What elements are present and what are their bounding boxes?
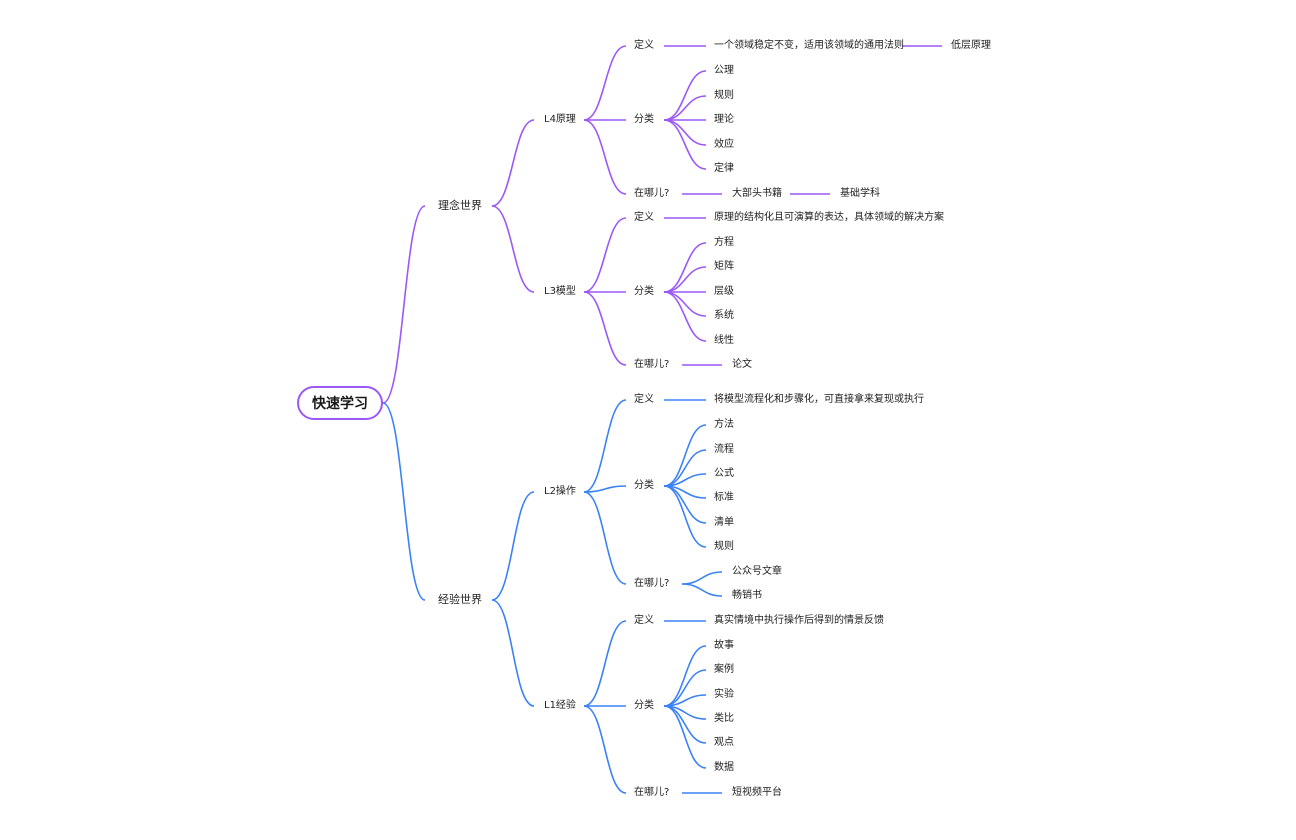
node-L2[interactable]: L2操作 xyxy=(544,486,576,497)
edge-L2-cat-0 xyxy=(663,424,707,487)
edge-L4-cat-1 xyxy=(663,95,707,121)
edge-root-experience xyxy=(382,402,426,601)
node-L3-categories[interactable]: 分类 xyxy=(634,286,654,297)
node-L3-where-item[interactable]: 论文 xyxy=(732,359,752,370)
edge-L4-def xyxy=(583,45,627,121)
edge-L2-cat xyxy=(583,485,627,493)
node-L2-definition[interactable]: 定义 xyxy=(634,394,654,405)
edge-L2-where-1 xyxy=(681,583,723,597)
node-L2-category-item[interactable]: 规则 xyxy=(714,541,734,552)
edge-L1-cat-0 xyxy=(663,645,707,707)
root-node[interactable]: 快速学习 xyxy=(297,386,383,420)
node-L2-where-item[interactable]: 公众号文章 xyxy=(732,566,782,577)
node-L3-category-item[interactable]: 系统 xyxy=(714,310,734,321)
node-L4-category-item[interactable]: 效应 xyxy=(714,139,734,150)
edge-L4-cat-0 xyxy=(663,70,707,121)
edge-exp-L2 xyxy=(491,491,535,601)
edge-L4-cat-4 xyxy=(663,119,707,170)
node-L3-where[interactable]: 在哪儿? xyxy=(634,359,670,370)
edge-L2-cat-5 xyxy=(663,485,707,548)
node-L2-categories[interactable]: 分类 xyxy=(634,480,654,491)
node-L1-definition[interactable]: 定义 xyxy=(634,615,654,626)
node-L2-category-item[interactable]: 清单 xyxy=(714,517,734,528)
node-L4-category-item[interactable]: 定律 xyxy=(714,163,734,174)
node-L3[interactable]: L3模型 xyxy=(544,286,576,297)
edge-L4-where xyxy=(583,119,627,195)
node-L4-definition-text[interactable]: 一个领域稳定不变，适用该领域的通用法则 xyxy=(714,40,904,51)
edge-exp-L1 xyxy=(491,599,535,707)
node-L1-where-item[interactable]: 短视频平台 xyxy=(732,787,782,798)
node-L2-category-item[interactable]: 方法 xyxy=(714,419,734,430)
node-L4-category-item[interactable]: 规则 xyxy=(714,90,734,101)
node-L3-category-item[interactable]: 层级 xyxy=(714,286,734,297)
edge-L3-cat-3 xyxy=(663,291,707,317)
node-L4-category-item[interactable]: 公理 xyxy=(714,65,734,76)
node-L1-category-item[interactable]: 数据 xyxy=(714,762,734,773)
node-L1-category-item[interactable]: 类比 xyxy=(714,713,734,724)
node-L4-where-item[interactable]: 大部头书籍 xyxy=(732,188,782,199)
node-L1-category-item[interactable]: 实验 xyxy=(714,689,734,700)
node-L1-where[interactable]: 在哪儿? xyxy=(634,787,670,798)
edge-L3-where xyxy=(583,291,627,366)
node-L1-category-item[interactable]: 观点 xyxy=(714,737,734,748)
node-L4-categories[interactable]: 分类 xyxy=(634,114,654,125)
edge-L3-cat-4 xyxy=(663,291,707,342)
node-L3-category-item[interactable]: 方程 xyxy=(714,237,734,248)
node-L1-category-item[interactable]: 案例 xyxy=(714,664,734,675)
edge-L2-where xyxy=(583,491,627,585)
node-L3-category-item[interactable]: 矩阵 xyxy=(714,261,734,272)
edge-L3-def xyxy=(583,217,627,293)
node-L4-definition[interactable]: 定义 xyxy=(634,40,654,51)
edge-L4-cat-3 xyxy=(663,119,707,146)
node-L3-category-item[interactable]: 线性 xyxy=(714,335,734,346)
node-L2-definition-text[interactable]: 将模型流程化和步骤化，可直接拿来复现或执行 xyxy=(714,394,924,405)
edge-L2-def xyxy=(583,399,627,493)
node-L3-definition[interactable]: 定义 xyxy=(634,212,654,223)
node-L2-category-item[interactable]: 公式 xyxy=(714,468,734,479)
node-L3-definition-text[interactable]: 原理的结构化且可演算的表达，具体领域的解决方案 xyxy=(714,212,944,223)
node-L2-category-item[interactable]: 流程 xyxy=(714,444,734,455)
node-L1[interactable]: L1经验 xyxy=(544,700,576,711)
node-L4-category-item[interactable]: 理论 xyxy=(714,114,734,125)
node-L2-category-item[interactable]: 标准 xyxy=(714,492,734,503)
edge-L3-cat-1 xyxy=(663,266,707,293)
node-idea-world[interactable]: 理念世界 xyxy=(438,199,482,212)
node-L4[interactable]: L4原理 xyxy=(544,114,576,125)
node-L1-category-item[interactable]: 故事 xyxy=(714,640,734,651)
edge-idea-L3 xyxy=(491,205,535,293)
edge-root-idea xyxy=(382,205,426,404)
edge-idea-L4 xyxy=(491,119,535,207)
node-L4-definition-extra[interactable]: 低层原理 xyxy=(951,40,991,51)
node-L1-categories[interactable]: 分类 xyxy=(634,700,654,711)
node-L2-where[interactable]: 在哪儿? xyxy=(634,578,670,589)
edge-L1-def xyxy=(583,620,627,707)
edge-L2-where-0 xyxy=(681,571,723,585)
edge-L1-where xyxy=(583,705,627,794)
node-L1-definition-text[interactable]: 真实情境中执行操作后得到的情景反馈 xyxy=(714,615,884,626)
node-experience-world[interactable]: 经验世界 xyxy=(438,593,482,606)
edge-L1-cat-5 xyxy=(663,705,707,769)
node-L4-where[interactable]: 在哪儿? xyxy=(634,188,670,199)
node-L4-where-item[interactable]: 基础学科 xyxy=(840,188,880,199)
node-L2-where-item[interactable]: 畅销书 xyxy=(732,590,762,601)
